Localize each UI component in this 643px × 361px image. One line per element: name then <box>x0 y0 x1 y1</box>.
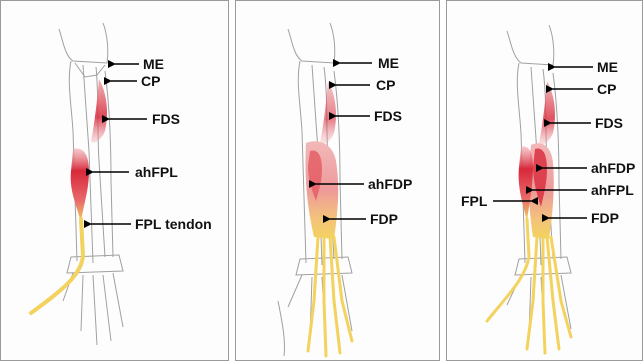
fds-muscle <box>91 79 107 143</box>
fpl-tendon <box>31 219 83 313</box>
panel-combined: ME CP FDS ahFDP ahFPL FPL FDP <box>446 0 643 361</box>
fds-muscle <box>539 81 555 145</box>
ahfpl-muscle <box>71 149 89 223</box>
tendons <box>487 219 571 353</box>
label-fdp: FDP <box>591 210 619 226</box>
label-ahfpl: ahFPL <box>135 164 178 180</box>
label-ahfdp: ahFDP <box>591 160 635 176</box>
label-fds: FDS <box>374 108 402 124</box>
label-fds: FDS <box>595 115 623 131</box>
bone-outline <box>59 23 123 345</box>
label-cp: CP <box>597 81 616 97</box>
label-fpl: FPL <box>461 193 487 209</box>
panel-fpl: ME CP FDS ahFPL FPL tendon <box>0 0 229 361</box>
panel-fdp: ME CP FDS ahFDP FDP <box>235 0 440 361</box>
label-me: ME <box>378 55 399 71</box>
forearm-illustration-combined <box>447 1 643 361</box>
label-ahfdp: ahFDP <box>368 176 412 192</box>
label-cp: CP <box>141 73 160 89</box>
forearm-illustration-fpl <box>1 1 229 361</box>
label-fdp: FDP <box>370 211 398 227</box>
label-me: ME <box>597 59 618 75</box>
label-me: ME <box>143 56 164 72</box>
label-ahfpl: ahFPL <box>591 182 634 198</box>
label-fpl-tendon: FPL tendon <box>135 216 212 232</box>
fds-muscle <box>320 81 336 145</box>
label-fds: FDS <box>152 111 180 127</box>
label-cp: CP <box>376 77 395 93</box>
